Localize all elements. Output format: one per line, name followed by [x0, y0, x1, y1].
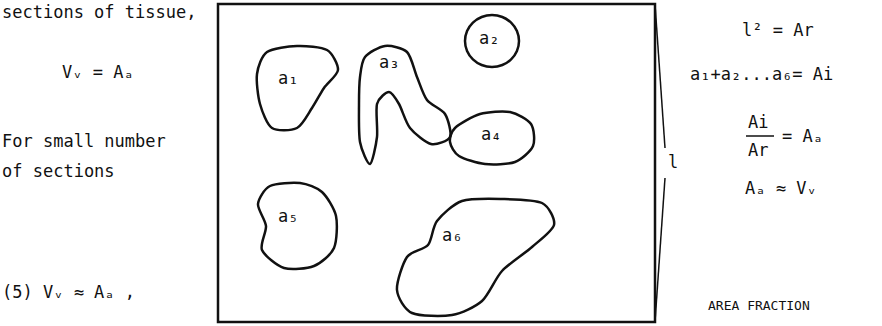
sample-square	[218, 4, 655, 322]
bracket-line	[655, 4, 665, 148]
profile-outline	[257, 46, 338, 130]
area-profile: a₁	[252, 42, 347, 134]
formula-text: AREA FRACTION	[708, 298, 810, 314]
area-profile: a₆	[392, 195, 557, 320]
formula-text: Aₐ ≈ Vᵥ	[745, 178, 817, 198]
area-profile: a₅	[252, 178, 344, 273]
profile-label: a₁	[278, 68, 298, 88]
profile-outline	[252, 42, 347, 134]
profile-outline	[359, 46, 451, 164]
profile-outline	[465, 15, 519, 67]
area-profile: a₃	[355, 42, 455, 170]
profile-outline	[392, 195, 557, 320]
formula-text: (5) Vᵥ ≈ Aₐ ,	[2, 282, 135, 302]
profile-outline	[355, 42, 455, 170]
formula-text: sections of tissue,	[2, 2, 196, 22]
profile-outline	[397, 199, 554, 316]
formula-text: = Aₐ	[782, 126, 823, 146]
fraction-bar	[746, 135, 774, 137]
formula-text: Ar	[748, 140, 768, 160]
formula-text: Ai	[748, 112, 768, 132]
profile-label: a₃	[379, 52, 399, 72]
area-profile: a₄	[445, 108, 537, 168]
profile-label: a₆	[442, 225, 462, 245]
profile-label: a₂	[479, 28, 499, 48]
formula-text: a₁+a₂...a₆= Ai	[690, 64, 833, 84]
formula-text: l² = Ar	[742, 20, 814, 40]
profile-outline	[450, 111, 534, 164]
profile-outline	[258, 183, 337, 269]
formula-text: Vᵥ = Aₐ	[62, 62, 134, 82]
profile-label: a₅	[278, 206, 298, 226]
formula-text: l	[668, 152, 678, 172]
bracket-line	[655, 178, 665, 322]
area-profile: a₂	[462, 12, 522, 70]
formula-text: For small number of sections	[2, 126, 182, 186]
profile-label: a₄	[481, 124, 501, 144]
